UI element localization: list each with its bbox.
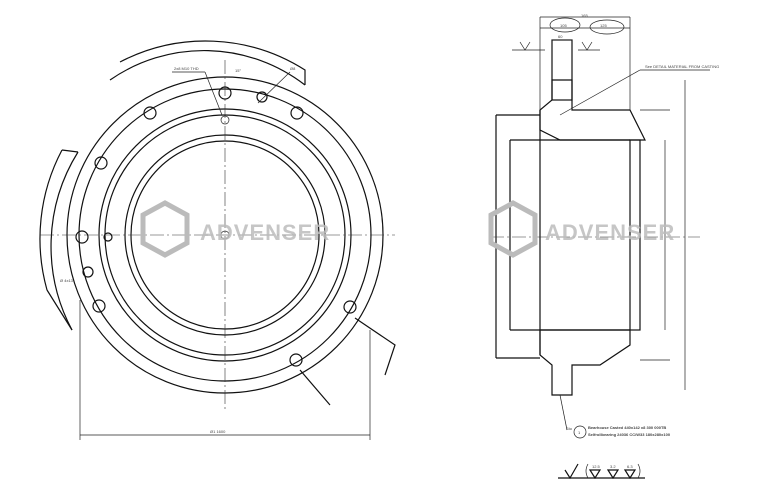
- callout-number: 1: [578, 430, 581, 435]
- overall-width-label: Ø1 1600: [210, 429, 226, 434]
- dimension-label: 15°: [235, 68, 241, 73]
- svg-text:ADVENSER: ADVENSER: [545, 220, 675, 245]
- dimension-label: Ø 4x13: [60, 278, 74, 283]
- roughness-value: 3.2: [610, 464, 616, 469]
- parts-list-item: Selfrollbearing 24036 CC/W33 180x280x100: [588, 432, 671, 437]
- side-view: 165 125 105 60 See DETAIL MATERIAL FROM …: [490, 13, 719, 480]
- roughness-value: 12.5: [592, 464, 601, 469]
- surface-roughness-symbols: 12.5 3.2 6.3: [558, 463, 645, 480]
- dimension-label: 2x8 M10 THD: [174, 66, 199, 71]
- outer-flange-arc: [50, 151, 79, 331]
- part-callout: [573, 425, 587, 439]
- bolt-holes: [75, 86, 357, 367]
- material-note: See DETAIL MATERIAL FROM CASTING: [645, 64, 719, 69]
- roughness-value: 6.3: [627, 464, 633, 469]
- dimension-label: Ø8: [290, 66, 296, 71]
- watermark-logo: ADVENSER ADVENSER: [140, 200, 675, 258]
- svg-text:ADVENSER: ADVENSER: [200, 220, 330, 245]
- dimension-label: 60: [558, 34, 563, 39]
- parts-list-item: Bearhouse Casted 440x142 x8 300 000TB: [588, 425, 666, 430]
- callout-label: Sto: [566, 426, 573, 431]
- dimension-label: 165: [581, 13, 588, 18]
- front-view: 2x8 M10 THD Ø8 15° Ø 4x13 Ø1 1600: [39, 40, 396, 440]
- dimension-label: 105: [560, 23, 567, 28]
- dimension-label: 125: [600, 23, 607, 28]
